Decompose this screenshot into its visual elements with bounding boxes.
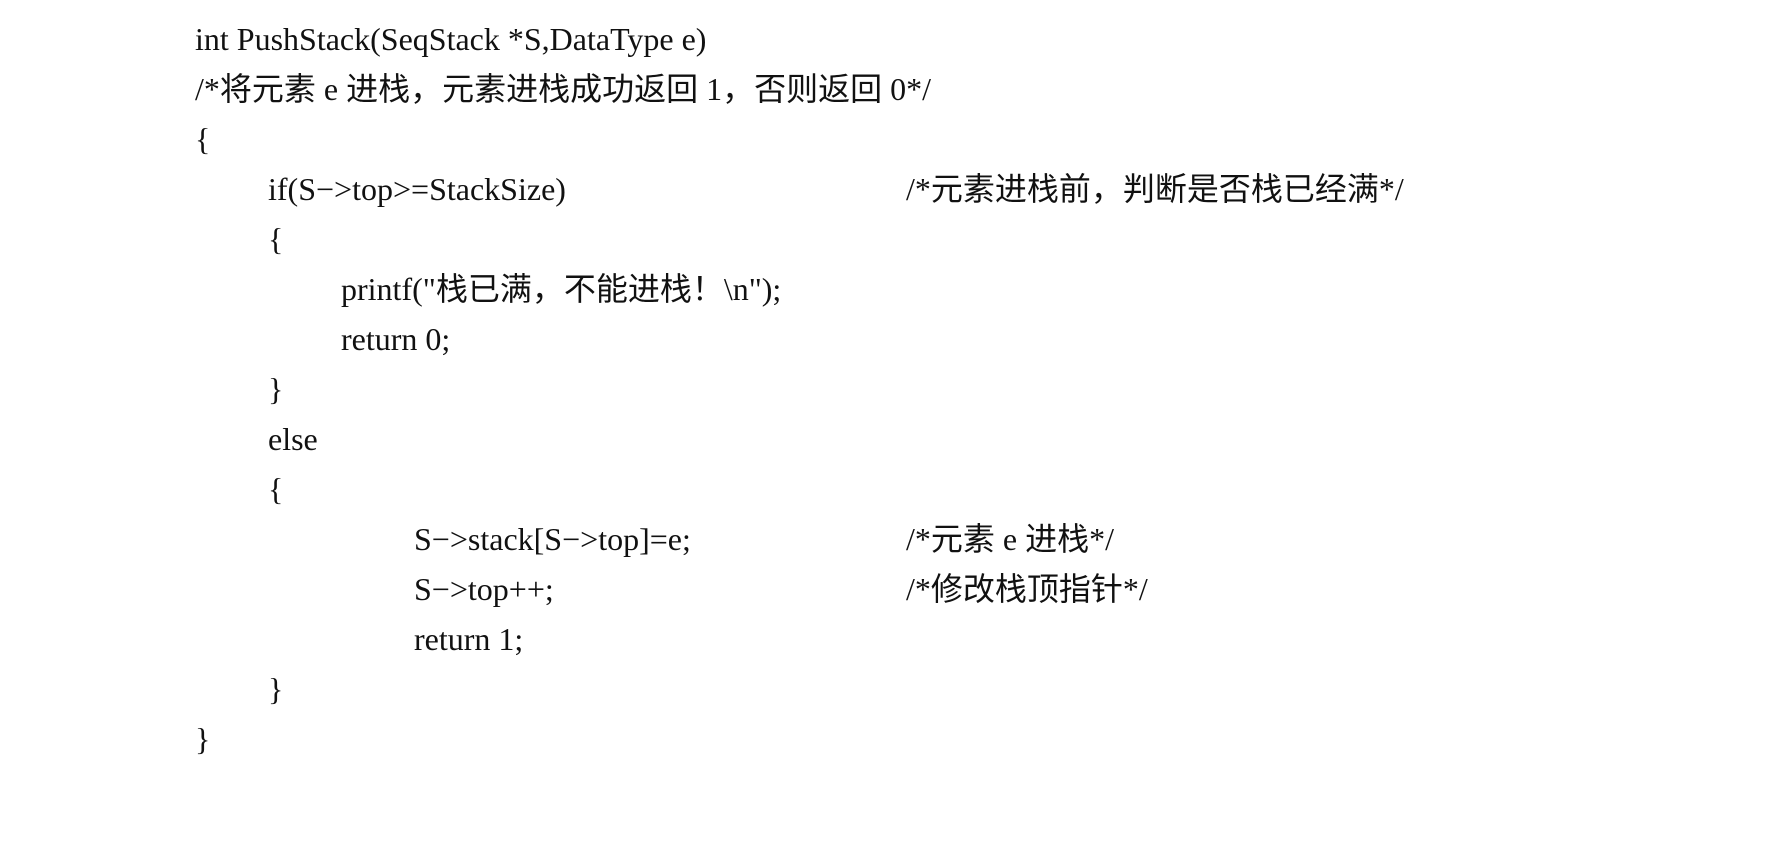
code-text: printf("栈已满，不能进栈！\n"); xyxy=(341,271,782,307)
code-line-header-comment: /*将元素 e 进栈，元素进栈成功返回 1，否则返回 0*/ xyxy=(0,66,1771,112)
code-text: /*将元素 e 进栈，元素进栈成功返回 1，否则返回 0*/ xyxy=(195,71,931,107)
code-comment: /*元素进栈前，判断是否栈已经满*/ xyxy=(906,171,1404,207)
code-listing: int PushStack(SeqStack *S,DataType e) /*… xyxy=(0,16,1771,762)
code-text: } xyxy=(268,671,284,707)
code-text: } xyxy=(195,721,211,757)
code-text: { xyxy=(268,221,284,257)
code-line-top-increment: S−>top++; /*修改栈顶指针*/ xyxy=(0,566,1771,612)
code-line-function-signature: int PushStack(SeqStack *S,DataType e) xyxy=(0,16,1771,62)
code-line-if-open-brace: { xyxy=(0,216,1771,262)
code-line-if-condition: if(S−>top>=StackSize) /*元素进栈前，判断是否栈已经满*/ xyxy=(0,166,1771,212)
code-line-else-open-brace: { xyxy=(0,466,1771,512)
code-text: if(S−>top>=StackSize) xyxy=(268,171,566,207)
code-text: { xyxy=(195,121,211,157)
code-text: return 0; xyxy=(341,321,451,357)
code-line-else: else xyxy=(0,416,1771,462)
code-text: else xyxy=(268,421,318,457)
code-line-return-zero: return 0; xyxy=(0,316,1771,362)
code-line-if-close-brace: } xyxy=(0,366,1771,412)
code-line-return-one: return 1; xyxy=(0,616,1771,662)
code-text: { xyxy=(268,471,284,507)
code-comment: /*修改栈顶指针*/ xyxy=(906,571,1148,607)
code-text: S−>top++; xyxy=(414,571,554,607)
code-text: S−>stack[S−>top]=e; xyxy=(414,521,691,557)
code-line-else-close-brace: } xyxy=(0,666,1771,712)
code-comment: /*元素 e 进栈*/ xyxy=(906,521,1114,557)
code-text: return 1; xyxy=(414,621,524,657)
code-line-open-brace: { xyxy=(0,116,1771,162)
code-line-printf: printf("栈已满，不能进栈！\n"); xyxy=(0,266,1771,312)
code-line-stack-assign: S−>stack[S−>top]=e; /*元素 e 进栈*/ xyxy=(0,516,1771,562)
code-text: int PushStack(SeqStack *S,DataType e) xyxy=(195,21,707,57)
code-text: } xyxy=(268,371,284,407)
code-line-close-brace: } xyxy=(0,716,1771,762)
